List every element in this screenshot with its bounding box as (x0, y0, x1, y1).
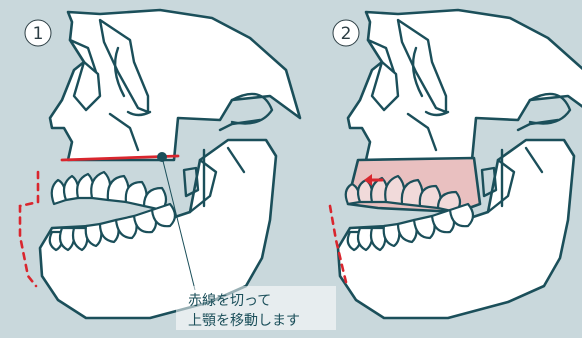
skull-illustration-1 (20, 10, 300, 318)
skull-illustration-2 (330, 10, 582, 318)
panel-1: 1 (20, 10, 300, 318)
upper-teeth-1 (52, 172, 166, 210)
step-1-badge: 1 (25, 20, 51, 46)
step-2-badge: 2 (333, 20, 359, 46)
profile-line-1 (20, 172, 38, 286)
step-number-2: 2 (341, 24, 352, 44)
caption-line-2: 上顎を移動します (188, 313, 300, 329)
caption-line-1: 赤線を切って (188, 293, 271, 309)
step-number-1: 1 (33, 24, 44, 44)
panel-2: 2 (330, 10, 582, 318)
caption: 赤線を切って 上顎を移動します (176, 286, 336, 330)
